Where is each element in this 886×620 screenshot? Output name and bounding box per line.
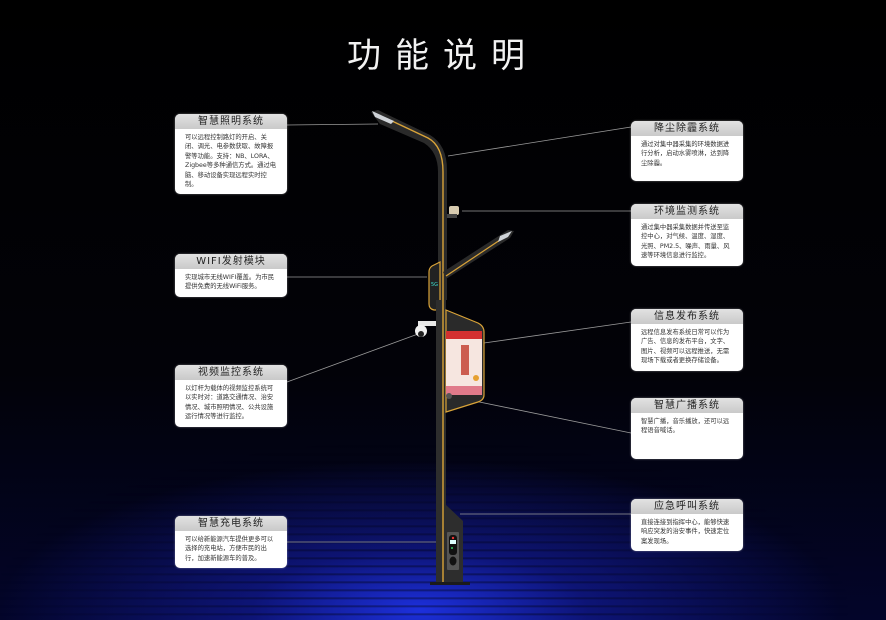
- feature-card-charging: 智慧充电系统 可以给新能源汽车提供更多可以选择的充电站，方便市民的出行，加速新能…: [175, 516, 287, 569]
- connector-lighting: [286, 123, 379, 126]
- feature-title: 视频监控系统: [175, 365, 287, 380]
- feature-title: 智慧充电系统: [175, 516, 287, 531]
- broadcast-speaker: [446, 393, 452, 399]
- feature-title: WIFI发射模块: [175, 254, 287, 269]
- connector-info: [483, 321, 632, 344]
- feature-description: 直接连接到指挥中心，能够快速响应突发的治安事件，快速定位案发现场。: [641, 519, 730, 545]
- feature-title: 智慧广播系统: [631, 398, 743, 413]
- feature-title: 降尘除霾系统: [631, 121, 743, 136]
- feature-card-emergency: 应急呼叫系统 直接连接到指挥中心，能够快速响应突发的治安事件，快速定位案发现场。: [631, 499, 743, 552]
- feature-title: 环境监测系统: [631, 204, 743, 219]
- feature-card-info: 信息发布系统 远程信息发布系统日常可以作为广告、信息的发布平台，文字、图片、视频…: [631, 309, 743, 371]
- wifi-module: [428, 261, 441, 311]
- feature-description: 智慧广播，音乐播放，还可以远程语音喊话。: [641, 418, 730, 435]
- feature-title: 智慧照明系统: [175, 114, 287, 129]
- feature-card-broadcast: 智慧广播系统 智慧广播，音乐播放，还可以远程语音喊话。: [631, 398, 743, 459]
- feature-description: 实现城市无线WIFI覆盖。为市民提供免费的无线WiFi服务。: [185, 274, 275, 291]
- feature-card-video: 视频监控系统 以灯杆为载体的视频监控系统可以实时对：道路交通情况、治安情况、城市…: [175, 365, 287, 427]
- page-title: 功能说明: [347, 36, 539, 76]
- feature-title: 信息发布系统: [631, 309, 743, 324]
- feature-description: 以灯杆为载体的视频监控系统可以实时对：道路交通情况、治安情况、城市照明情况、公共…: [185, 385, 274, 421]
- pole-shaft: [436, 300, 446, 585]
- feature-description: 可以远程控制路灯的开启、关闭、调光、电参数获取、故障报警等功能。支持：NB、LO…: [185, 134, 277, 189]
- feature-card-environment: 环境监测系统 通过集中器采集数据并传送至监控中心，对气候、温度、湿度、光照、PM…: [631, 204, 743, 266]
- feature-description: 远程信息发布系统日常可以作为广告、信息的发布平台，文字、图片、视频可以远程推送，…: [641, 329, 730, 365]
- feature-title: 应急呼叫系统: [631, 499, 743, 514]
- connector-dust: [447, 126, 632, 157]
- environment-sensor: [449, 206, 459, 215]
- feature-description: 通过对集中器采集的环境数据进行分析，启动水雾喷淋，达到降尘除霾。: [641, 141, 730, 167]
- feature-card-dust: 降尘除霾系统 通过对集中器采集的环境数据进行分析，启动水雾喷淋，达到降尘除霾。: [631, 121, 743, 181]
- upper-lamp-head: [372, 111, 394, 124]
- connector-broadcast: [454, 396, 632, 434]
- 5g-badge: 5G: [431, 282, 438, 288]
- feature-card-wifi: WIFI发射模块 实现城市无线WIFI覆盖。为市民提供免费的无线WiFi服务。: [175, 254, 287, 297]
- camera-bracket: [418, 321, 436, 326]
- feature-card-lighting: 智慧照明系统 可以远程控制路灯的开启、关闭、调光、电参数获取、故障报警等功能。支…: [175, 114, 287, 195]
- feature-description: 可以给新能源汽车提供更多可以选择的充电站，方便市民的出行，加速新能源车的普及。: [185, 536, 274, 562]
- connector-video: [286, 333, 419, 383]
- feature-description: 通过集中器采集数据并传送至监控中心，对气候、温度、湿度、光照、PM2.5、噪声、…: [641, 224, 730, 260]
